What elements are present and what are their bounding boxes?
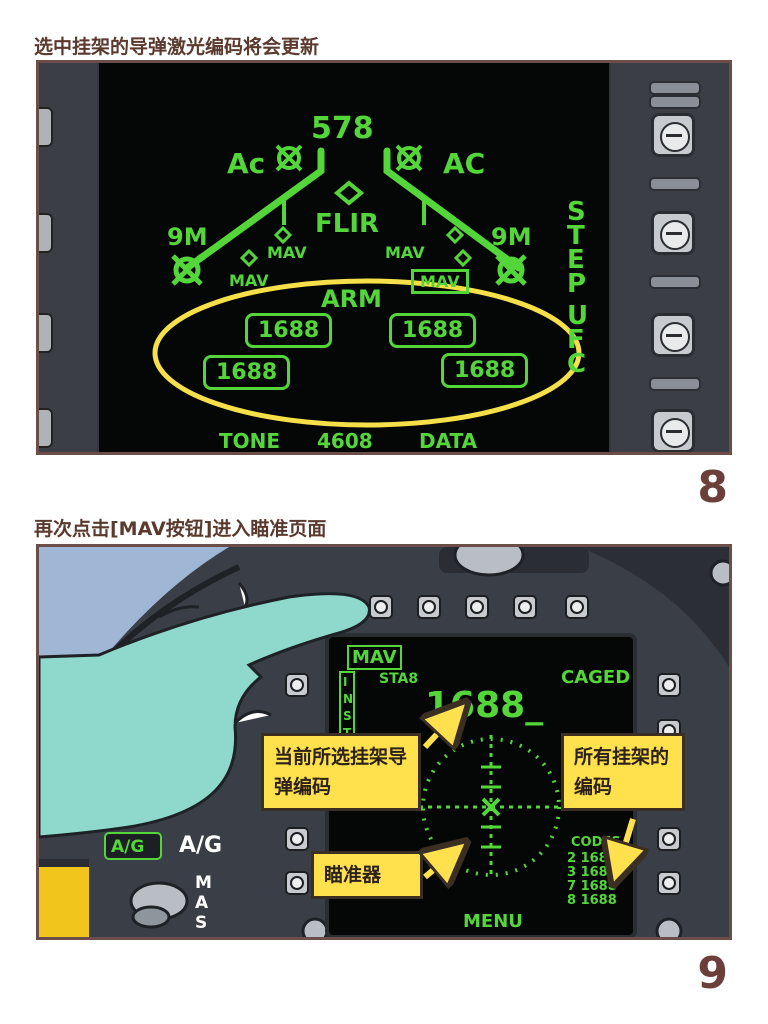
right-pylon-line — [383, 147, 523, 272]
callout-current-code: 当前所选挂架导弹编码 — [261, 733, 421, 811]
step-letter: S — [567, 197, 586, 227]
mav-right-boxed: MAV — [411, 269, 469, 294]
reticle-circle — [421, 737, 561, 877]
ag-label: A/G — [179, 833, 223, 858]
flir-label: FLIR — [315, 209, 380, 239]
osb-right[interactable] — [657, 871, 681, 895]
ac-symbol-right — [395, 144, 423, 172]
mas-letter: S — [195, 913, 208, 933]
left-rail — [39, 63, 97, 452]
highlight-ellipse — [152, 278, 582, 428]
reticle-center-x2 — [481, 797, 501, 817]
left-rail-btn[interactable] — [39, 408, 53, 448]
osb-left[interactable] — [285, 673, 309, 697]
osb-right[interactable] — [657, 827, 681, 851]
9m-symbol-left — [171, 254, 203, 286]
codes-title: CODES — [571, 835, 621, 850]
mas-letter: M — [195, 873, 212, 893]
mav-boxed-label: MAV — [347, 645, 402, 670]
station-code-box: 1688 — [389, 313, 477, 348]
panel-9-frame: MAV I N S T STA8 CAGED 1688_ CODES 2 168… — [36, 544, 732, 940]
callout-all-codes: 所有挂架的编码 — [561, 733, 685, 811]
ufc-letter: F — [567, 325, 585, 355]
left-rail-btn[interactable] — [39, 213, 53, 253]
left-rail-btn[interactable] — [39, 107, 53, 147]
panel-8-frame: 578 Ac AC FLIR 9M 9M MAV MAV MAV MAV ARM… — [36, 60, 732, 455]
step-letter: P — [567, 269, 587, 299]
station-code-box: 1688 — [203, 355, 291, 390]
ufc-letter: U — [567, 301, 589, 331]
left-pylon-line — [183, 147, 325, 272]
right-9m-label: 9M — [491, 223, 532, 251]
inst-letter: I — [343, 675, 348, 689]
osb-right[interactable] — [657, 673, 681, 697]
mav-diamond-left-upper — [273, 225, 293, 245]
right-ac-label: AC — [443, 147, 486, 180]
mav-right-upper: MAV — [385, 243, 425, 262]
rail-slot — [649, 275, 701, 289]
callout-reticle: 瞄准器 — [311, 851, 423, 899]
station-label: STA8 — [379, 671, 419, 687]
rail-slot — [649, 81, 701, 95]
top-value: 578 — [311, 111, 374, 146]
side-button[interactable] — [651, 409, 695, 452]
tone-label: TONE — [219, 429, 281, 453]
9m-symbol-right — [495, 254, 527, 286]
menu-label[interactable]: MENU — [463, 911, 523, 932]
codes-list-item: 8 1688 — [567, 893, 617, 908]
osb-left[interactable] — [285, 827, 309, 851]
caged-label: CAGED — [561, 667, 631, 688]
codes-list-item: 2 1688 — [567, 851, 617, 866]
osb-top[interactable] — [417, 595, 441, 619]
panel9-number: 9 — [697, 948, 728, 999]
station-code-box: 1688 — [441, 353, 529, 388]
mav-diamond-right-lower — [453, 248, 473, 268]
left-ac-label: Ac — [227, 147, 266, 180]
osb-left[interactable] — [285, 871, 309, 895]
codes-list-item: 7 1688 — [567, 879, 617, 894]
mfd-screen-stores: 578 Ac AC FLIR 9M 9M MAV MAV MAV MAV ARM… — [99, 63, 609, 453]
mas-letter: A — [195, 893, 209, 913]
ag-box-label[interactable]: A/G — [111, 837, 145, 857]
stores-diagram — [152, 144, 582, 428]
mav-left-lower: MAV — [229, 271, 269, 290]
rail-slot — [649, 95, 701, 109]
ac-symbol-left — [275, 144, 303, 172]
codes-list-item: 3 1688 — [567, 865, 617, 880]
inst-letter: N — [343, 692, 354, 706]
mav-left-upper: MAV — [267, 243, 307, 262]
rail-slot — [649, 177, 701, 191]
pointing-hand — [39, 582, 371, 839]
step-letter: E — [567, 245, 585, 275]
bottom-value: 4608 — [317, 429, 373, 453]
panel8-caption: 选中挂架的导弹激光编码将会更新 — [34, 36, 320, 58]
side-button[interactable] — [651, 211, 695, 255]
panel8-number: 8 — [697, 462, 728, 513]
station-code-box: 1688 — [245, 313, 333, 348]
center-diamond — [333, 180, 365, 206]
arm-label: ARM — [321, 285, 382, 313]
maverick-reticle — [419, 735, 563, 879]
osb-top[interactable] — [465, 595, 489, 619]
osb-top[interactable] — [565, 595, 589, 619]
data-label: DATA — [419, 429, 478, 453]
ufc-letter: C — [567, 349, 587, 379]
mav-diamond-right-upper — [445, 225, 465, 245]
step-letter: T — [567, 221, 585, 251]
rail-slot — [649, 377, 701, 391]
panel9-caption: 再次点击[MAV按钮]进入瞄准页面 — [34, 518, 327, 540]
right-rail — [611, 63, 729, 452]
left-rail-btn[interactable] — [39, 313, 53, 353]
mav-diamond-left-lower — [239, 248, 259, 268]
left-9m-label: 9M — [167, 223, 208, 251]
side-button[interactable] — [651, 113, 695, 157]
side-button[interactable] — [651, 313, 695, 357]
osb-top[interactable] — [513, 595, 537, 619]
inst-letter: S — [343, 709, 352, 723]
